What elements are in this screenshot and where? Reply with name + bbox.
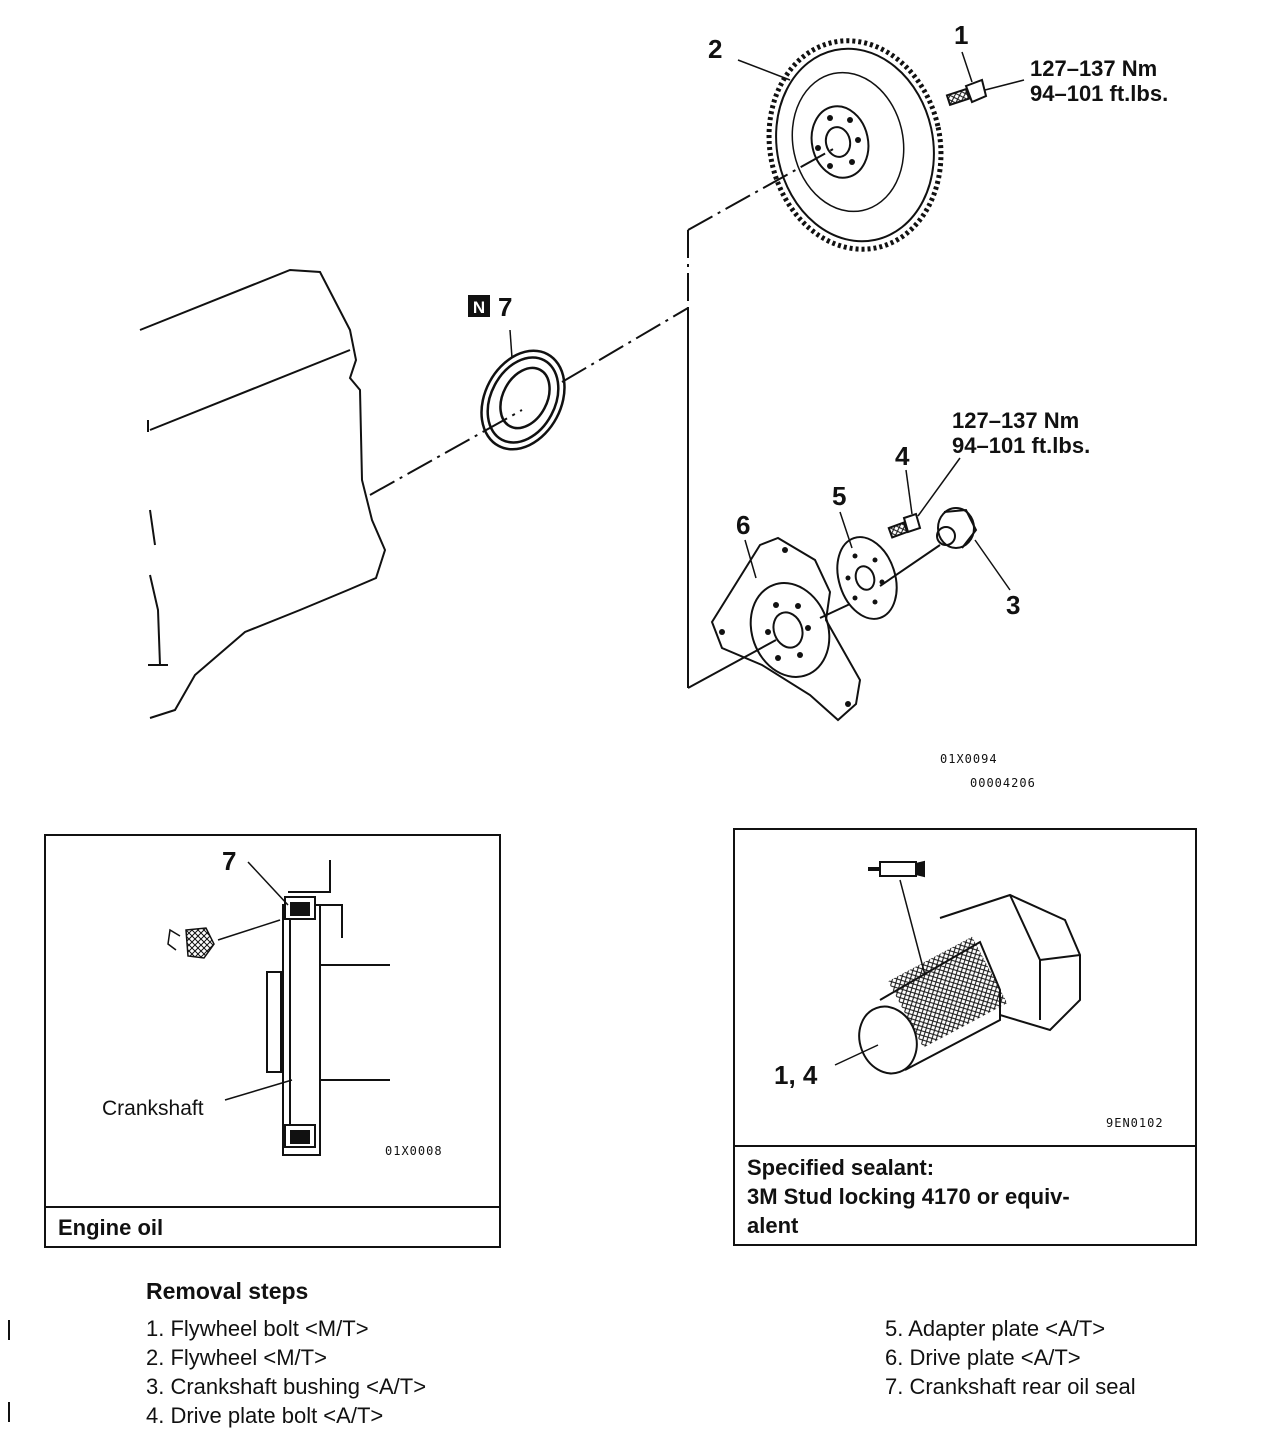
removal-steps-left: 1. Flywheel bolt <M/T> 2. Flywheel <M/T>… bbox=[146, 1314, 426, 1430]
adapter-plate-part bbox=[836, 536, 898, 620]
seal-install-drawing bbox=[217, 860, 390, 1156]
removal-steps-title: Removal steps bbox=[146, 1278, 309, 1304]
callout-1: 1 bbox=[954, 20, 969, 50]
inset-callout-7: 7 bbox=[222, 846, 237, 876]
margin-mark bbox=[8, 1320, 10, 1340]
figure-code-main-1: 01X0094 bbox=[940, 752, 998, 766]
removal-step: 5. Adapter plate <A/T> bbox=[885, 1316, 1106, 1341]
engine-block-outline bbox=[139, 268, 387, 719]
rear-oil-seal-part bbox=[480, 349, 566, 451]
margin-mark bbox=[8, 1402, 10, 1422]
drive-plate-part bbox=[710, 536, 862, 722]
torque-ftlbs: 94–101 ft.lbs. bbox=[952, 433, 1091, 458]
bolt-sealant-drawing bbox=[834, 879, 1081, 1075]
engine-oil-footer: Engine oil bbox=[46, 1206, 499, 1246]
figure-code-main-2: 00004206 bbox=[970, 776, 1036, 790]
callout-4: 4 bbox=[895, 441, 910, 471]
callout-3: 3 bbox=[1006, 590, 1021, 620]
torque-spec-flywheel-bolt: 127–137 Nm 94–101 ft.lbs. bbox=[1030, 56, 1168, 106]
new-part-badge: N bbox=[468, 295, 490, 317]
crankshaft-bushing-part bbox=[936, 507, 978, 549]
torque-ftlbs: 94–101 ft.lbs. bbox=[1030, 81, 1169, 106]
sealant-footer: Specified sealant: 3M Stud locking 4170 … bbox=[735, 1145, 1195, 1244]
callout-7: 7 bbox=[498, 292, 513, 322]
torque-nm: 127–137 Nm bbox=[1030, 56, 1158, 81]
torque-spec-drive-plate-bolt: 127–137 Nm 94–101 ft.lbs. bbox=[952, 408, 1090, 458]
callout-5: 5 bbox=[832, 481, 847, 511]
oil-can-icon bbox=[167, 927, 215, 959]
inset-callout-1-4: 1, 4 bbox=[774, 1060, 818, 1090]
engine-oil-inset: Engine oil bbox=[44, 834, 501, 1248]
removal-steps-right: 5. Adapter plate <A/T> 6. Drive plate <A… bbox=[885, 1314, 1136, 1401]
assembly-center-lines bbox=[369, 147, 836, 496]
leader-lines bbox=[509, 51, 1025, 591]
inset-right-figure-code: 9EN0102 bbox=[1106, 1116, 1164, 1130]
crankshaft-label: Crankshaft bbox=[102, 1097, 204, 1120]
sealant-inset: Specified sealant: 3M Stud locking 4170 … bbox=[733, 828, 1197, 1246]
sealant-footer-line-2: 3M Stud locking 4170 or equiv- bbox=[747, 1184, 1070, 1209]
torque-nm: 127–137 Nm bbox=[952, 408, 1080, 433]
sealant-tube-icon bbox=[868, 860, 925, 878]
callout-2: 2 bbox=[708, 34, 723, 64]
inset-left-figure-code: 01X0008 bbox=[385, 1144, 443, 1158]
removal-step: 3. Crankshaft bushing <A/T> bbox=[146, 1374, 427, 1399]
removal-step: 1. Flywheel bolt <M/T> bbox=[146, 1316, 369, 1341]
sealant-footer-line-1: Specified sealant: bbox=[747, 1155, 935, 1180]
drive-plate-bolt-part bbox=[887, 512, 922, 539]
drive-plate-center-lines bbox=[687, 308, 941, 689]
removal-step: 6. Drive plate <A/T> bbox=[885, 1345, 1081, 1370]
callout-6: 6 bbox=[736, 510, 751, 540]
removal-step: 4. Drive plate bolt <A/T> bbox=[146, 1403, 384, 1428]
sealant-footer-line-3: alent bbox=[747, 1213, 799, 1238]
flywheel-bolt-part bbox=[945, 78, 988, 107]
removal-step: 7. Crankshaft rear oil seal bbox=[885, 1374, 1136, 1399]
flywheel-part bbox=[766, 38, 944, 252]
removal-step: 2. Flywheel <M/T> bbox=[146, 1345, 327, 1370]
